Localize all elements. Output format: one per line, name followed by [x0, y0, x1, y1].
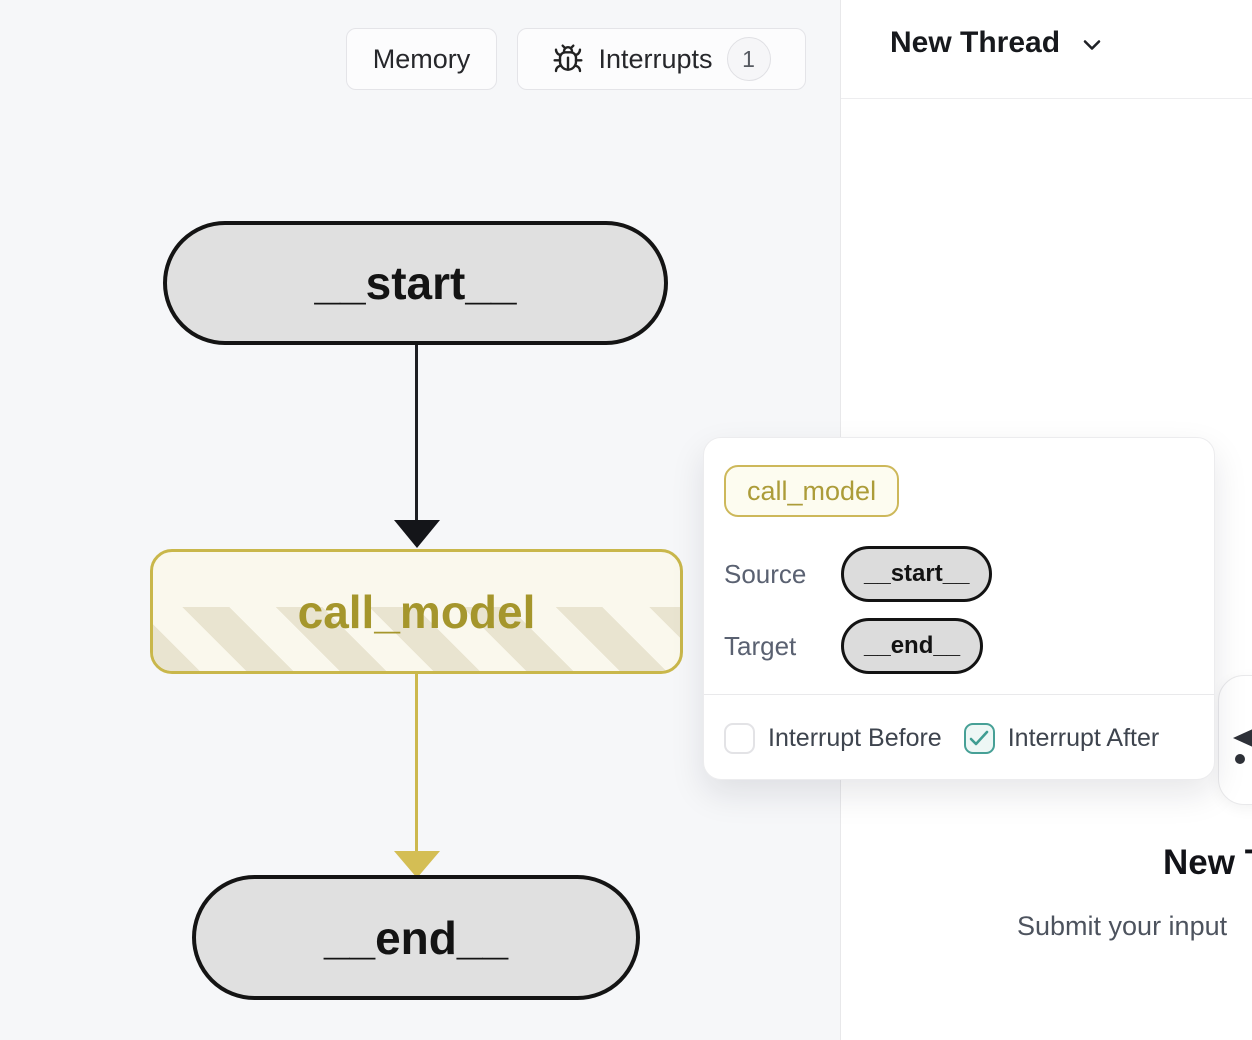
- edge-end-arrowhead-icon: [394, 851, 440, 878]
- interrupt-options-row: Interrupt Before Interrupt After: [724, 695, 1204, 781]
- memory-button[interactable]: Memory: [346, 28, 497, 90]
- graph-node-call-model[interactable]: call_model: [150, 549, 683, 674]
- node-end-label: __end__: [323, 911, 509, 964]
- thread-selector-dropdown[interactable]: New Thread: [890, 26, 1106, 60]
- edge-callmodel-to-end: [415, 674, 418, 852]
- interrupt-after-checkbox[interactable]: [963, 722, 995, 754]
- source-row: Source __start__: [724, 546, 993, 602]
- empty-state-subtitle: Submit your input: [1017, 911, 1228, 941]
- interrupts-count-badge: 1: [726, 37, 771, 81]
- source-label: Source: [724, 558, 807, 589]
- edge-start-to-callmodel: [415, 345, 418, 521]
- fork-icon-dot: [1235, 754, 1245, 764]
- edge-detail-popover: call_model Source __start__ Target __end…: [703, 437, 1215, 780]
- interrupts-button[interactable]: Interrupts 1: [517, 28, 806, 90]
- graph-canvas[interactable]: Memory Interrupts 1 __start__ call_model: [0, 0, 840, 1040]
- bug-icon: [553, 44, 584, 73]
- interrupt-stripes-overlay: [153, 607, 680, 671]
- fork-icon: [1233, 728, 1252, 748]
- edge-start-arrowhead-icon: [394, 520, 440, 548]
- empty-state-title: New Thread: [1163, 843, 1252, 882]
- thread-title: New Thread: [890, 26, 1061, 59]
- target-row: Target __end__: [724, 618, 984, 674]
- source-node-pill: __start__: [841, 546, 993, 602]
- thread-panel-header: New Thread: [841, 0, 1252, 99]
- target-label: Target: [724, 630, 797, 661]
- chevron-down-icon: [1083, 40, 1101, 50]
- memory-button-label: Memory: [372, 43, 471, 74]
- interrupts-button-label: Interrupts: [598, 43, 713, 74]
- view-options-card[interactable]: [1218, 675, 1252, 805]
- target-node-pill: __end__: [841, 618, 984, 674]
- interrupt-before-label[interactable]: Interrupt Before: [768, 723, 942, 752]
- call-model-chip: call_model: [724, 465, 900, 517]
- node-start-label: __start__: [314, 257, 517, 309]
- node-call-model-label: call_model: [297, 585, 536, 638]
- interrupt-before-checkbox[interactable]: [724, 722, 755, 754]
- popover-divider: [704, 694, 1214, 695]
- graph-node-start[interactable]: __start__: [163, 221, 668, 345]
- graph-node-end[interactable]: __end__: [192, 875, 640, 1000]
- interrupt-after-label[interactable]: Interrupt After: [1007, 723, 1160, 752]
